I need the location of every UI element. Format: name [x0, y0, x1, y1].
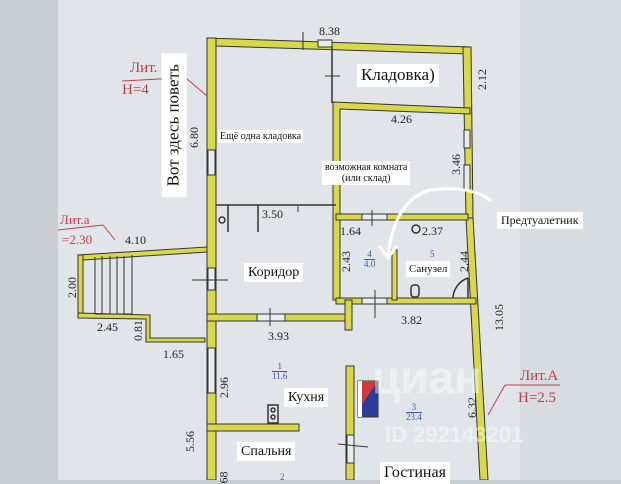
room-label-possible-room: возможная комната (или склад): [322, 161, 411, 185]
wall-porch-top: [76, 246, 208, 261]
possible-room-line2: (или склад): [341, 173, 391, 184]
wall-top: [206, 37, 471, 55]
room-label-kitchen: Кухня: [284, 388, 329, 408]
dim-wc-height: 2.44: [457, 251, 471, 272]
wall-kitchen-bedroom: [206, 423, 300, 432]
wall-left-outer: [206, 37, 217, 480]
liter-main-top: Лит.: [130, 60, 158, 76]
wall-right-lower: [465, 217, 489, 480]
dim-storage-height: 2.12: [475, 69, 489, 90]
stove-icon: [357, 380, 379, 418]
room-label-storage: Кладовка): [357, 64, 439, 87]
room-label-corridor: Коридор: [244, 263, 304, 283]
dim-left-upper: 6.80: [187, 127, 201, 148]
room-label-living-room: Гостиная: [380, 462, 450, 484]
possible-room-line1: возможная комната: [325, 162, 408, 173]
dim-pretoilet-width: 1.64: [340, 224, 361, 238]
dim-kitchen-height: 2.96: [217, 377, 231, 398]
dim-bedroom: 68: [216, 471, 231, 484]
dim-wc-width: 2.37: [422, 224, 443, 238]
dim-corridor-upper: 3.50: [262, 207, 283, 221]
liter-main-right: Лит.А: [520, 368, 559, 384]
room-label-pre-toilet: Предтуалетник: [497, 212, 583, 230]
watermark-id: ID 292143201: [385, 422, 524, 447]
dim-left-lower: 5.56: [183, 431, 197, 452]
dim-living-height: 6.32: [465, 397, 479, 418]
dim-stairs: 2.45: [97, 320, 118, 334]
wall-wc-bottom: [335, 297, 477, 305]
wall-corridor-stub: [344, 299, 353, 331]
area-room-2: 2: [280, 472, 285, 482]
wall-kitchen-living: [345, 365, 355, 480]
room-label-another-storage: Ещё одна кладовка: [218, 130, 304, 143]
liter-a: Лит.а: [60, 212, 90, 227]
dim-porch-depth: 2.00: [65, 277, 79, 298]
room-label-bedroom: Спальня: [237, 442, 296, 462]
area-room-5: 5: [430, 249, 435, 259]
height-main-top: Н=4: [122, 82, 149, 98]
height-main-right: Н=2.5: [518, 390, 557, 406]
dim-room-width: 4.26: [391, 112, 412, 126]
dim-porch-width: 4.10: [125, 233, 146, 247]
height-a: =2.30: [62, 232, 93, 247]
dim-porch-step: 0.81: [131, 320, 145, 341]
watermark-brand: циан: [372, 351, 482, 403]
wall-porch-bottom: [77, 312, 206, 343]
wall-wc-top: [335, 213, 469, 221]
wall-wc-mid: [391, 249, 398, 301]
dim-living-width: 3.82: [401, 313, 422, 327]
room-label-bathroom: Санузел: [406, 261, 451, 278]
wall-storage-bottom: [332, 101, 471, 301]
dim-room-height: 3.46: [449, 154, 463, 175]
attic-note: Вот здесь поветь: [161, 53, 187, 198]
dim-pretoilet-height: 2.43: [339, 251, 353, 272]
dim-kitchen-width: 3.93: [268, 329, 289, 343]
dim-top: 8.38: [319, 24, 340, 38]
page-shadow: [520, 0, 621, 480]
dim-right-total: 13.05: [492, 304, 506, 331]
dim-porch-bottom: 1.65: [163, 347, 184, 361]
